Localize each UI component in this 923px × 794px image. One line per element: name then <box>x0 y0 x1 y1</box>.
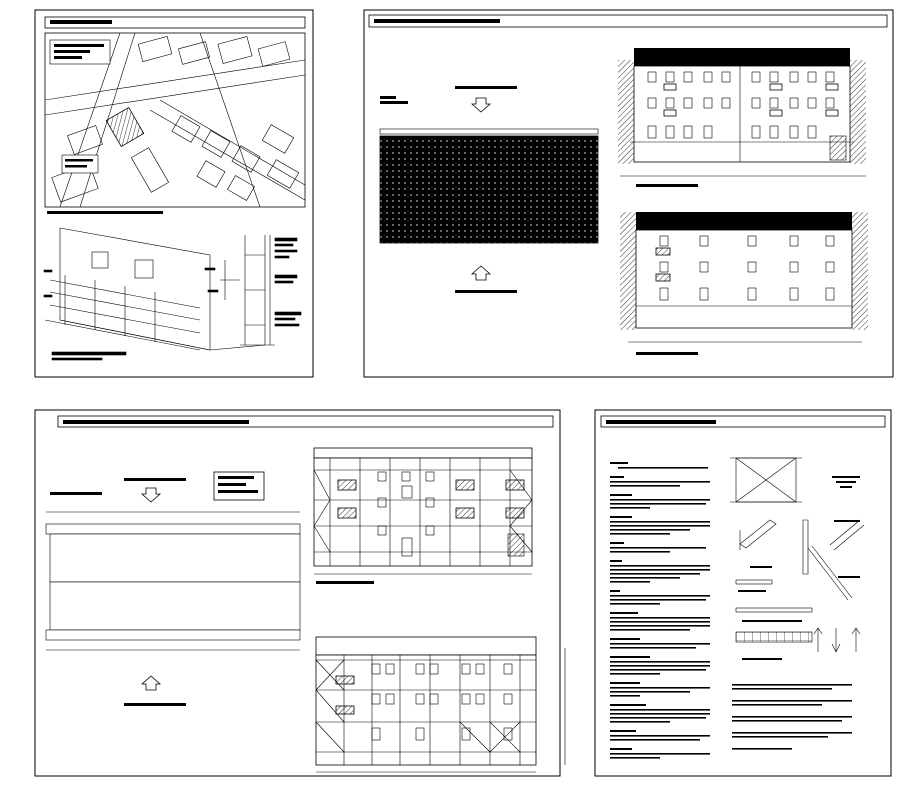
sheet-1-title-bar <box>50 20 112 24</box>
sheet-2 <box>363 9 894 378</box>
scaffold-elevation-bottom <box>315 636 566 773</box>
legend-notes <box>732 684 852 750</box>
sheet-1 <box>34 9 314 378</box>
notes-column <box>610 462 710 759</box>
anchor-symbols <box>813 627 861 653</box>
sheet-4-frame <box>594 409 892 777</box>
scaffold-isometric <box>43 227 266 361</box>
elevation-bottom <box>620 212 868 355</box>
sheet-2-title-box <box>368 14 888 28</box>
arrow-down-icon <box>140 487 162 503</box>
sheet-4-title-box <box>600 415 886 428</box>
net-label <box>455 86 517 89</box>
sheet-1-title-box <box>44 16 306 29</box>
site-highlight <box>105 106 145 148</box>
scaffold-clamp-icon <box>739 519 777 550</box>
arrow-up-icon <box>140 675 162 691</box>
sheet-3-title-bar <box>63 420 249 424</box>
site-plan-map <box>44 32 306 208</box>
arrow-down-icon <box>470 97 492 113</box>
elevation-top <box>618 48 866 187</box>
safety-net-panel <box>379 135 599 244</box>
scaffold-section <box>204 235 302 346</box>
scaffold-plan <box>45 511 301 651</box>
sheet-4 <box>594 409 892 777</box>
sheet-3-title-box <box>57 415 554 428</box>
sheet-3 <box>34 409 566 777</box>
sheet-4-title-bar <box>606 420 716 424</box>
sheet-2-title-bar <box>374 19 500 23</box>
scaffold-frame-detail <box>730 457 802 503</box>
arrow-up-icon <box>470 265 492 281</box>
site-plan-caption <box>47 211 163 214</box>
scaffold-elevation-top <box>313 447 533 584</box>
